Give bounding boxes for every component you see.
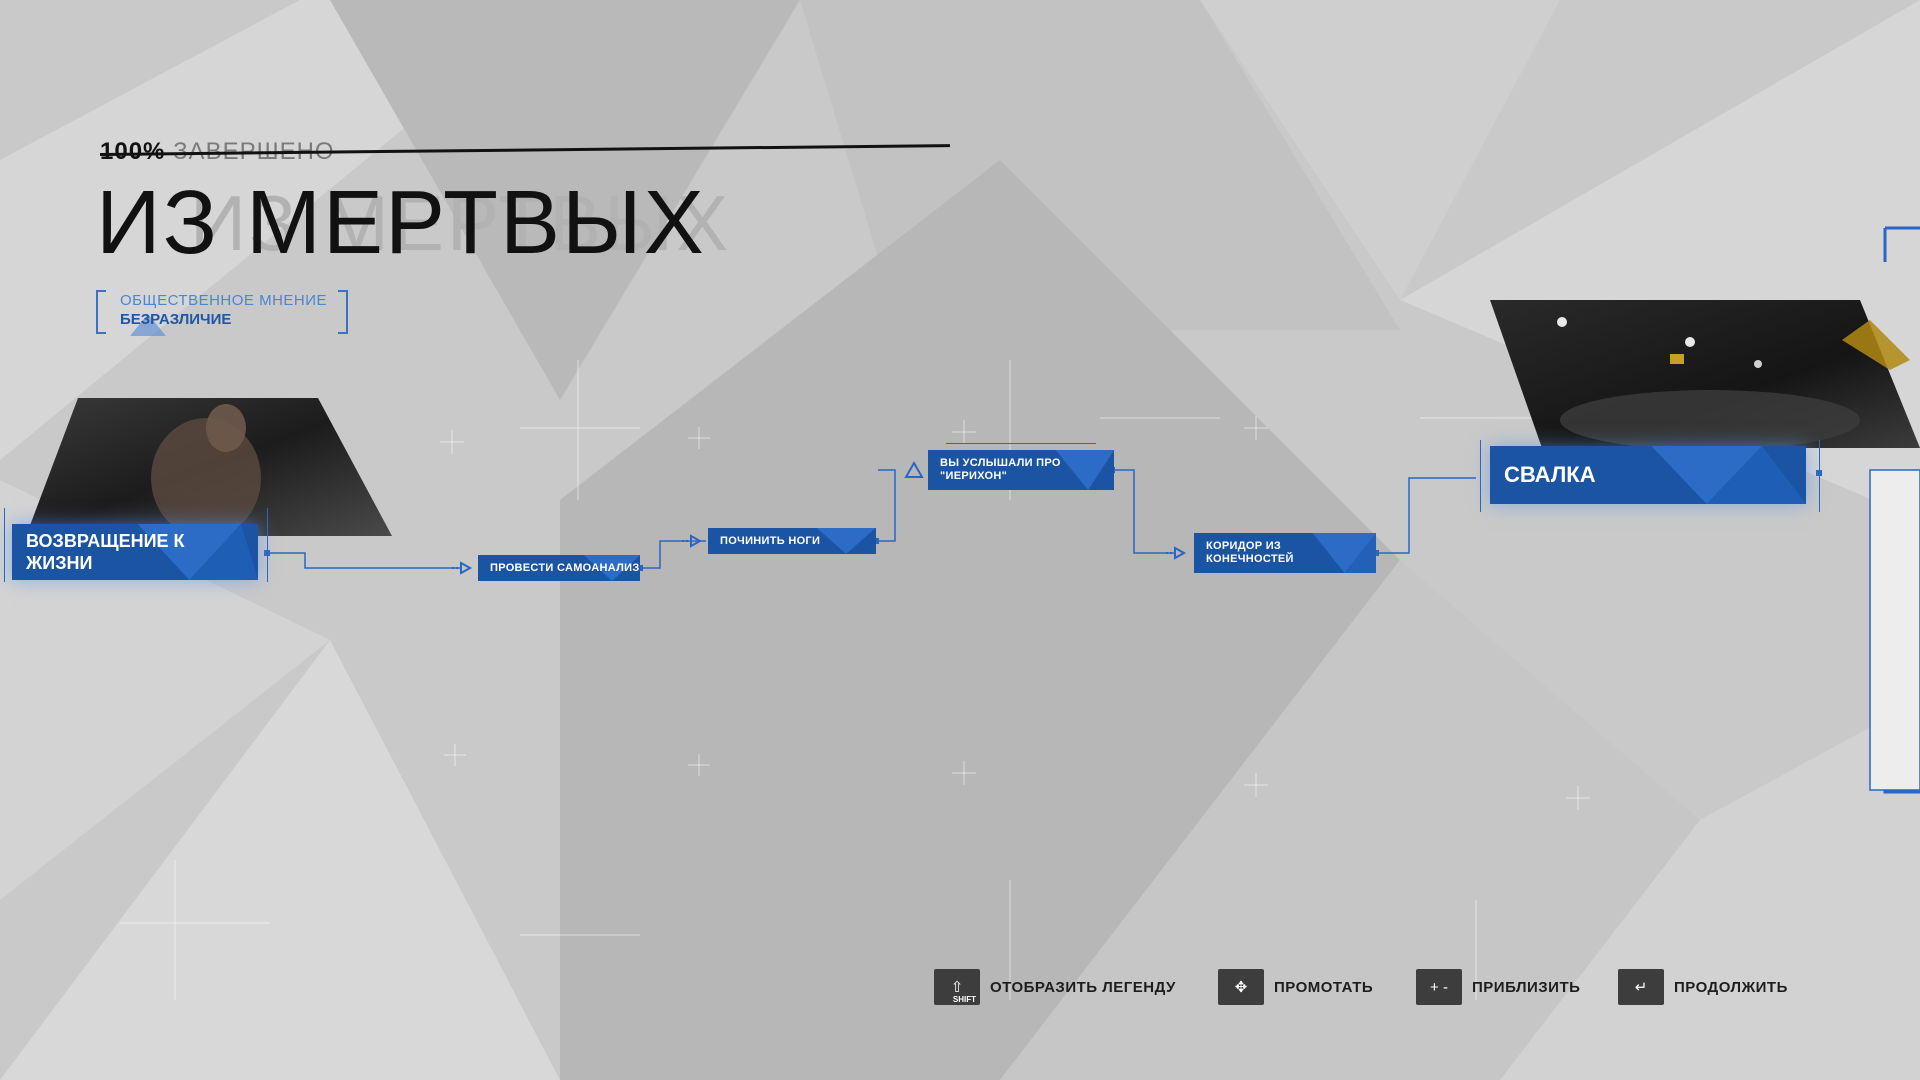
node-decoration [583, 555, 640, 581]
zoom-keys-icon: + - [1416, 969, 1462, 1005]
node-label: СВАЛКА [1504, 462, 1596, 487]
flowchart-node-fix-legs[interactable]: ПОЧИНИТЬ НОГИ [708, 528, 876, 554]
control-label: ОТОБРАЗИТЬ ЛЕГЕНДУ [990, 978, 1176, 996]
node-frame-jericho [946, 443, 1096, 448]
flowchart-node-heard-about-jericho[interactable]: ВЫ УСЛЫШАЛИ ПРО"ИЕРИХОН" [928, 450, 1114, 490]
arrow-right-icon [452, 561, 473, 575]
flowchart-node-end[interactable]: СВАЛКА [1490, 446, 1806, 504]
public-opinion-value: БЕЗРАЗЛИЧИЕ [120, 311, 232, 328]
chapter-title: ИЗ МЕРТВЫХ [96, 173, 706, 273]
triangle-icon [904, 460, 924, 478]
chapter-title-ghost: ИЗ МЕРТВЫХ [190, 179, 732, 267]
arrow-right-icon [1166, 546, 1187, 560]
node-label: ПОЧИНИТЬ НОГИ [720, 534, 821, 547]
control-continue[interactable]: ↵ ПРОДОЛЖИТЬ [1618, 969, 1788, 1005]
control-label: ПРОМОТАТЬ [1274, 978, 1374, 996]
flowchart-node-self-analysis[interactable]: ПРОВЕСТИ САМОАНАЛИЗ [478, 555, 640, 581]
node-frame-end [1480, 440, 1820, 512]
bracket-left [96, 290, 106, 334]
control-zoom[interactable]: + - ПРИБЛИЗИТЬ [1416, 969, 1580, 1005]
opinion-triangle-icon [130, 314, 166, 336]
shift-key-icon: ⇧SHIFT [934, 969, 980, 1005]
public-opinion-panel: ОБЩЕСТВЕННОЕ МНЕНИЕ БЕЗРАЗЛИЧИЕ [96, 290, 348, 336]
node-label: ПРОВЕСТИ САМОАНАЛИЗ [490, 561, 640, 574]
control-label: ПРОДОЛЖИТЬ [1674, 978, 1788, 996]
bracket-right [338, 290, 348, 334]
scene-thumbnail-start[interactable] [26, 398, 392, 536]
node-label: ВЫ УСЛЫШАЛИ ПРО"ИЕРИХОН" [940, 457, 1061, 482]
control-scroll[interactable]: ✥ ПРОМОТАТЬ [1218, 969, 1373, 1005]
node-decoration [1651, 446, 1806, 504]
node-decoration [1312, 533, 1376, 573]
enter-key-icon: ↵ [1618, 969, 1664, 1005]
public-opinion-label: ОБЩЕСТВЕННОЕ МНЕНИЕ [120, 292, 328, 309]
arrow-right-icon [682, 534, 703, 548]
node-frame-start [4, 508, 268, 582]
node-decoration [817, 528, 876, 554]
control-show-legend[interactable]: ⇧SHIFT ОТОБРАЗИТЬ ЛЕГЕНДУ [934, 969, 1176, 1005]
node-decoration [137, 524, 258, 580]
node-decoration [1055, 450, 1114, 490]
control-label: ПРИБЛИЗИТЬ [1472, 978, 1581, 996]
scene-thumbnail-end[interactable] [1490, 300, 1920, 448]
move-cross-icon: ✥ [1218, 969, 1264, 1005]
